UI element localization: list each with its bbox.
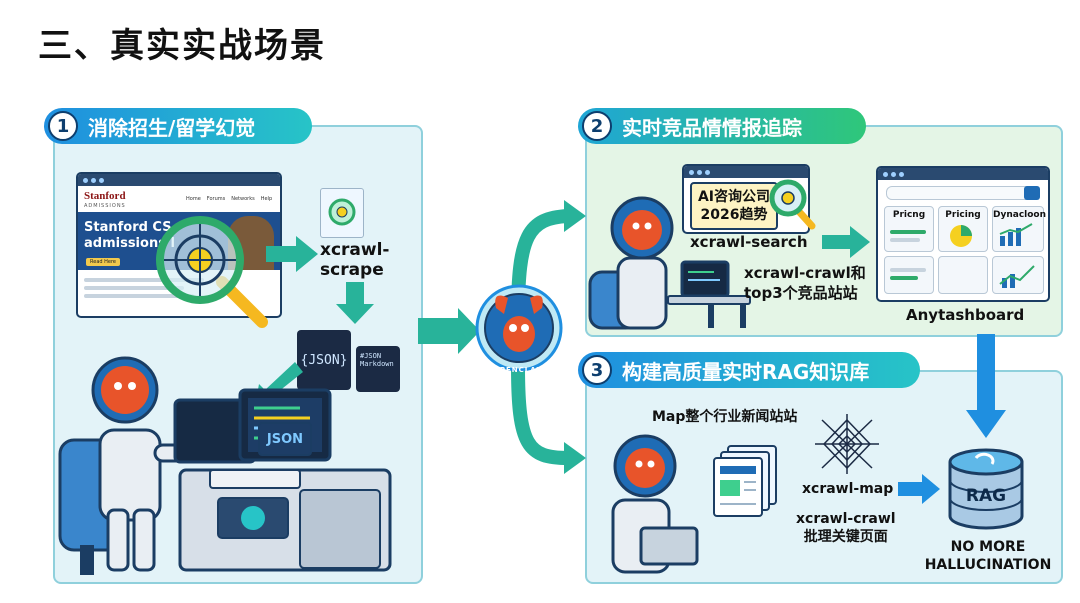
nav-networks: Networks — [231, 196, 255, 202]
no-more-hallucination-label: NO MORE HALLUCINATION — [924, 539, 1052, 573]
markdown-doc-icon: #JSON Markdown — [356, 346, 400, 392]
dashboard-search-bar — [886, 186, 1038, 200]
panel3-header: 3 构建高质量实时RAG知识库 — [578, 352, 920, 388]
nav-home: Home — [186, 196, 201, 202]
arrow-to-dashboard — [822, 226, 870, 258]
nav-help: Help — [260, 196, 273, 202]
pie-chart-icon — [950, 225, 972, 247]
bar-chart-icon — [999, 223, 1033, 246]
hero-text: Stanford CS admissions l — [84, 220, 175, 251]
step-number-1: 1 — [48, 111, 78, 141]
openclaw-logo-icon — [475, 284, 563, 372]
dashboard-search-icon — [1024, 186, 1040, 200]
map-site-label: Map整个行业新闻站站 — [652, 409, 798, 425]
card-1-title: Pricng — [892, 210, 926, 220]
json-doc-icon: {JSON} — [297, 330, 351, 390]
arrow-to-rag — [898, 474, 940, 504]
rag-database-icon — [948, 448, 1024, 530]
spider-web-icon — [815, 414, 879, 474]
line-chart-icon — [999, 265, 1035, 288]
robot-workstation-illustration — [58, 356, 392, 575]
page-title: 三、真实实战场景 — [38, 26, 326, 66]
robot-laptop-illustration-2 — [588, 196, 751, 330]
nav-forums: Forums — [206, 196, 226, 202]
panel3-title: 构建高质量实时RAG知识库 — [622, 359, 870, 384]
robot-laptop-illustration-3 — [611, 434, 699, 574]
arrow-down-to-rag — [966, 334, 1006, 438]
step-number-2: 2 — [582, 111, 612, 141]
xcrawl-scrape-label: xcrawl- scrape — [320, 240, 390, 280]
news-pages-icon — [713, 445, 777, 517]
dashboard-window: Pricng Pricing Dynacloon — [876, 166, 1050, 302]
dashboard-label: Anytashboard — [906, 306, 1025, 324]
stanford-logo: Stanford — [84, 190, 126, 202]
screen-json-label: JSON — [258, 422, 312, 456]
md-doc-title: #JSON — [360, 352, 382, 360]
stanford-sub: ADMISSIONS — [84, 203, 126, 209]
openclaw-logo-text: OPENCLAW — [492, 366, 546, 374]
search-magnifier-icon — [769, 179, 816, 230]
xcrawl-map-label: xcrawl-map — [802, 481, 894, 497]
panel1-header: 1 消除招生/留学幻觉 — [44, 108, 312, 144]
card-3-title: Dynacloon — [993, 210, 1047, 220]
step-number-3: 3 — [582, 355, 612, 385]
scrape-doc-icon — [320, 188, 364, 238]
xcrawl-crawl-label: xcrawl-crawl和 top3个竞品站站 — [744, 264, 866, 302]
dashboard-card-1: Pricng — [884, 206, 934, 252]
dashboard-card-5 — [938, 256, 988, 294]
rag-label: RAG — [965, 486, 1007, 506]
arrow-down-scrape — [336, 282, 374, 324]
dashboard-card-4 — [884, 256, 934, 294]
search-window: AI咨询公司 2026趋势 — [682, 164, 810, 234]
search-query-box: AI咨询公司 2026趋势 — [690, 182, 778, 230]
md-doc-sub: Markdown — [360, 360, 394, 368]
panel1-title: 消除招生/留学幻觉 — [88, 115, 256, 140]
magnifier-icon — [156, 216, 268, 328]
site-nav: Home Forums Networks Help — [186, 196, 272, 202]
read-here-button: Read Here — [86, 258, 121, 266]
dashboard-card-6 — [992, 256, 1044, 294]
panel2-header: 2 实时竞品情情报追踪 — [578, 108, 866, 144]
panel2-title: 实时竞品情情报追踪 — [622, 115, 802, 140]
arrow-to-scrape — [266, 236, 318, 272]
card-2-title: Pricing — [945, 210, 981, 220]
xcrawl-crawl-batch-label: xcrawl-crawl 批理关键页面 — [796, 511, 896, 545]
xcrawl-search-label: xcrawl-search — [690, 233, 808, 251]
